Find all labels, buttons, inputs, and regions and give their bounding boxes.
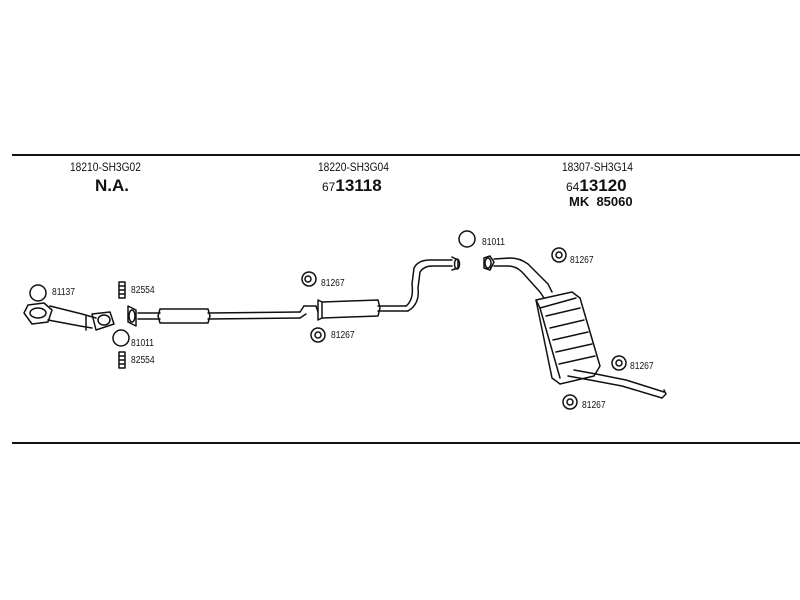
section-3-mk: MK 85060 <box>569 194 633 209</box>
section-2-number: 13118 <box>335 176 382 195</box>
spring-drawing <box>118 281 126 369</box>
part-label-81267-a: 81267 <box>321 278 345 289</box>
hanger-81011-a-icon <box>112 329 130 347</box>
part-label-81267-c: 81267 <box>570 255 594 266</box>
hanger-81267-e-icon <box>562 394 578 410</box>
section-1-article: N.A. <box>95 176 129 195</box>
bottom-divider <box>12 442 800 444</box>
section-3-mk-prefix: MK <box>569 194 590 209</box>
section-1-oem: 18210-SH3G02 <box>70 160 141 174</box>
top-divider <box>12 154 800 156</box>
part-label-81011-right: 81011 <box>482 237 506 248</box>
hanger-81137-icon <box>29 284 47 302</box>
hanger-81267-a-icon <box>301 271 317 287</box>
hanger-81267-d-icon <box>611 355 627 371</box>
hanger-drawings <box>29 230 627 410</box>
part-label-82554-top: 82554 <box>131 285 155 296</box>
section-3-mk-number: 85060 <box>596 194 633 209</box>
rear-silencer-drawing <box>483 255 667 399</box>
section-2-prefix: 67 <box>322 180 336 194</box>
section-3-article: 6413120 <box>566 176 627 196</box>
hanger-81011-b-icon <box>458 230 476 248</box>
front-pipe-drawing <box>23 302 115 331</box>
section-2-article: 6713118 <box>322 176 382 196</box>
middle-pipe-drawing <box>137 256 461 324</box>
part-label-81267-e: 81267 <box>582 400 606 411</box>
part-label-81011-left: 81011 <box>131 338 155 349</box>
hanger-81267-c-icon <box>551 247 567 263</box>
part-label-82554-bottom: 82554 <box>131 355 155 366</box>
part-label-81267-d: 81267 <box>630 361 654 372</box>
section-2-oem: 18220-SH3G04 <box>318 160 389 174</box>
section-3-oem: 18307-SH3G14 <box>562 160 633 174</box>
part-label-81137: 81137 <box>52 287 76 298</box>
hanger-81267-b-icon <box>310 327 326 343</box>
section-3-number: 13120 <box>579 176 627 195</box>
section-3-prefix: 64 <box>566 180 580 194</box>
part-label-81267-b: 81267 <box>331 330 355 341</box>
